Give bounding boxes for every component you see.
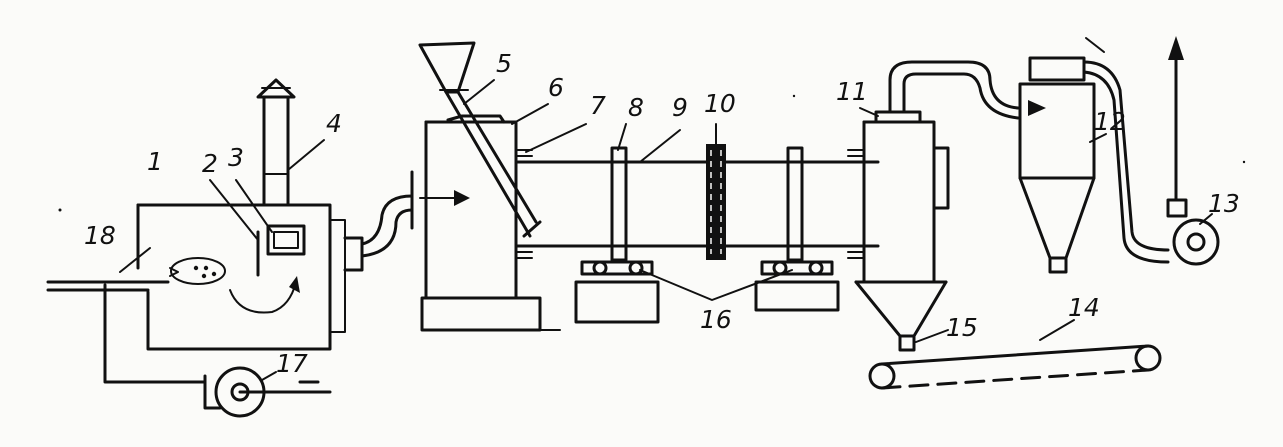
label-7: 7 bbox=[590, 91, 606, 120]
cyclone bbox=[1018, 37, 1170, 274]
label-5: 5 bbox=[496, 49, 512, 78]
label-12: 12 bbox=[1094, 107, 1126, 136]
label-15: 15 bbox=[946, 313, 978, 342]
blower-fan bbox=[203, 366, 332, 418]
loading-chamber bbox=[418, 41, 542, 332]
label-1: 1 bbox=[147, 147, 163, 176]
label-8: 8 bbox=[628, 93, 644, 122]
discharge-chamber bbox=[854, 110, 950, 352]
rotary-drum bbox=[514, 144, 880, 331]
belt-conveyor bbox=[868, 344, 1162, 390]
label-16: 16 bbox=[700, 305, 732, 334]
furnace bbox=[46, 203, 364, 384]
label-4: 4 bbox=[326, 109, 342, 138]
label-17: 17 bbox=[276, 349, 308, 378]
label-10: 10 bbox=[704, 89, 736, 118]
label-18: 18 bbox=[84, 221, 116, 250]
label-14: 14 bbox=[1068, 293, 1100, 322]
hot-gas-duct bbox=[360, 170, 470, 258]
exhaust-duct bbox=[888, 60, 1046, 120]
label-13: 13 bbox=[1208, 189, 1240, 218]
leader-lines bbox=[119, 79, 1213, 381]
number-labels: 1 2 3 4 5 6 7 8 9 10 11 12 13 14 15 16 1… bbox=[84, 49, 1240, 378]
chimney bbox=[256, 78, 296, 207]
exhaust-fan bbox=[1166, 36, 1220, 266]
label-9: 9 bbox=[672, 93, 688, 122]
label-6: 6 bbox=[548, 73, 564, 102]
label-3: 3 bbox=[228, 143, 244, 172]
label-11: 11 bbox=[836, 77, 868, 106]
label-2: 2 bbox=[202, 149, 218, 178]
